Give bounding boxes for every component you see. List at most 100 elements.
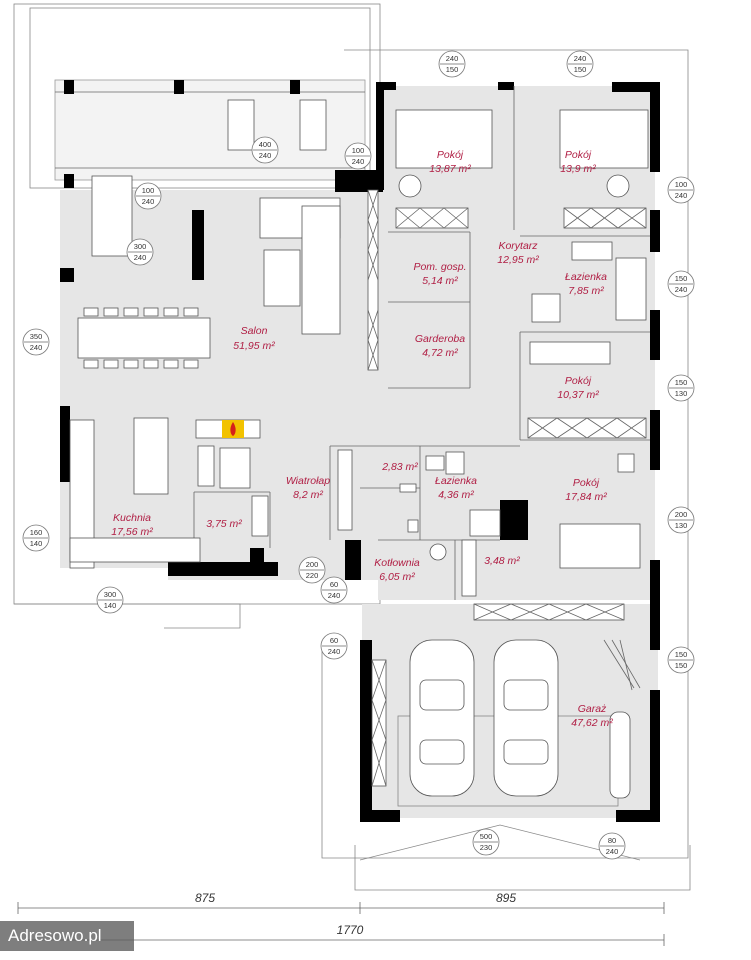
room-area-spizarnia: 3,75 m² (206, 518, 242, 530)
svg-text:150: 150 (675, 650, 688, 659)
room-name-garaz: Garaż (578, 703, 607, 715)
dining-chairs (83, 307, 199, 369)
svg-text:150: 150 (675, 274, 688, 283)
svg-text:130: 130 (675, 521, 688, 530)
svg-text:240: 240 (352, 157, 365, 166)
room-labels: Salon 51,95 m² Kuchnia 17,56 m² 3,75 m² … (111, 149, 613, 729)
svg-text:240: 240 (446, 54, 459, 63)
room-name-garderoba: Garderoba (415, 333, 465, 345)
svg-text:130: 130 (675, 389, 688, 398)
svg-text:240: 240 (142, 197, 155, 206)
wardrobes (337, 189, 647, 787)
svg-text:240: 240 (675, 191, 688, 200)
room-area-kuchnia: 17,56 m² (111, 526, 153, 538)
room-area-pokoj-2: 13,9 m² (560, 163, 596, 175)
svg-text:240: 240 (30, 343, 43, 352)
room-name-pokoj-1: Pokój (437, 149, 464, 161)
room-area-wiatrolap: 8,2 m² (293, 489, 323, 501)
svg-text:400: 400 (259, 140, 272, 149)
room-area-salon: 51,95 m² (233, 340, 275, 352)
svg-text:220: 220 (306, 571, 319, 580)
svg-text:150: 150 (675, 661, 688, 670)
partitions (193, 86, 650, 600)
svg-text:150: 150 (574, 65, 587, 74)
svg-text:200: 200 (675, 510, 688, 519)
room-name-wiatrolap: Wiatrołap (286, 475, 330, 487)
watermark-badge: Adresowo.pl (0, 921, 134, 951)
room-name-salon: Salon (241, 325, 268, 337)
room-name-pokoj-2: Pokój (565, 149, 592, 161)
svg-text:240: 240 (606, 847, 619, 856)
svg-text:160: 160 (30, 528, 43, 537)
room-area-garderoba: 4,72 m² (422, 347, 458, 359)
svg-text:140: 140 (30, 539, 43, 548)
furniture (69, 109, 649, 569)
room-area-schowek: 3,48 m² (484, 555, 520, 567)
svg-text:60: 60 (330, 636, 338, 645)
room-name-korytarz: Korytarz (498, 240, 538, 252)
svg-text:100: 100 (142, 186, 155, 195)
svg-text:350: 350 (30, 332, 43, 341)
room-area-lazienka-small: 4,36 m² (438, 489, 474, 501)
svg-text:100: 100 (675, 180, 688, 189)
pergola (54, 79, 366, 188)
svg-text:150: 150 (446, 65, 459, 74)
room-area-lazienka-main: 7,85 m² (568, 285, 604, 297)
room-name-pokoj-3: Pokój (565, 375, 592, 387)
svg-text:300: 300 (104, 590, 117, 599)
svg-text:300: 300 (134, 242, 147, 251)
room-name-kotlownia: Kotłownia (374, 557, 420, 569)
dim-left: 875 (195, 891, 215, 905)
room-area-garaz: 47,62 m² (571, 717, 613, 729)
room-area-kotlownia: 6,05 m² (379, 571, 415, 583)
room-area-pokoj-4: 17,84 m² (565, 491, 607, 503)
room-name-pom-gosp: Pom. gosp. (413, 261, 466, 273)
room-name-kuchnia: Kuchnia (113, 512, 151, 524)
svg-text:240: 240 (328, 591, 341, 600)
svg-text:150: 150 (675, 378, 688, 387)
svg-text:200: 200 (306, 560, 319, 569)
svg-text:240: 240 (574, 54, 587, 63)
dim-right: 895 (496, 891, 516, 905)
room-name-lazienka-main: Łazienka (565, 271, 607, 283)
svg-text:240: 240 (259, 151, 272, 160)
room-area-pom-gosp: 5,14 m² (422, 275, 458, 287)
svg-text:240: 240 (328, 647, 341, 656)
overall-dimensions: 875 895 1770 (17, 891, 665, 946)
room-area-pokoj-3: 10,37 m² (557, 389, 599, 401)
terrace-outlines (13, 3, 691, 891)
room-name-lazienka-small: Łazienka (435, 475, 477, 487)
room-area-korytarz: 12,95 m² (497, 254, 539, 266)
svg-text:100: 100 (352, 146, 365, 155)
room-area-pokoj-1: 13,87 m² (429, 163, 471, 175)
dim-total: 1770 (337, 923, 364, 937)
room-area-wc: 2,83 m² (381, 461, 418, 473)
room-name-pokoj-4: Pokój (573, 477, 600, 489)
walls (60, 82, 660, 822)
svg-text:80: 80 (608, 836, 616, 845)
svg-text:240: 240 (675, 285, 688, 294)
svg-text:240: 240 (134, 253, 147, 262)
garage-vehicles (397, 639, 641, 807)
svg-text:230: 230 (480, 843, 493, 852)
